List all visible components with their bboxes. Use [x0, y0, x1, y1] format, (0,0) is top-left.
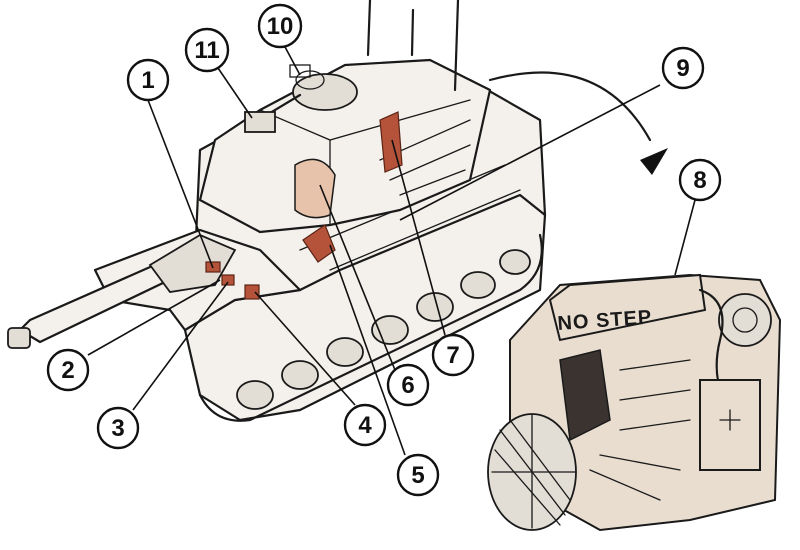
- callout-5: 5: [396, 453, 440, 497]
- antenna-left: [366, 0, 372, 57]
- road-wheels: [236, 249, 531, 410]
- gun-mantlet: [148, 233, 237, 293]
- callout-4: 4: [343, 403, 387, 447]
- callout-label: 2: [61, 357, 74, 384]
- muzzle: [7, 327, 31, 349]
- component-4: [244, 284, 260, 300]
- leader-lines: [87, 44, 696, 456]
- component-6: [302, 224, 336, 263]
- engine-illustration: NO STEP: [487, 273, 782, 532]
- commander-cupola: [292, 73, 358, 111]
- engine-pump: [559, 349, 611, 442]
- callout-10: 10: [257, 3, 303, 49]
- component-3: [221, 274, 235, 286]
- callout-label: 8: [693, 167, 706, 194]
- callout-label: 11: [194, 37, 219, 64]
- engine-arrow-head: [640, 148, 668, 175]
- callout-2: 2: [46, 348, 90, 392]
- callout-label: 7: [446, 342, 459, 369]
- engine-arrow: [488, 71, 652, 142]
- callout-label: 4: [358, 412, 372, 439]
- callout-3: 3: [96, 406, 140, 450]
- callout-label: 5: [411, 462, 424, 489]
- callout-9: 9: [661, 46, 705, 90]
- callout-label: 9: [676, 55, 689, 82]
- callout-label: 6: [401, 372, 414, 399]
- antenna-right: [453, 0, 460, 92]
- callout-6: 6: [386, 363, 430, 407]
- crew-seat: [294, 158, 336, 219]
- intake-grille: [491, 414, 576, 529]
- callout-1: 1: [126, 58, 170, 102]
- antenna-mid: [410, 8, 415, 57]
- engine-top-cover: [548, 273, 707, 342]
- callout-7: 7: [431, 333, 475, 377]
- callout-label: 10: [267, 13, 294, 40]
- engine-fan: [718, 293, 772, 347]
- track: [198, 233, 543, 422]
- callout-label: 1: [141, 67, 154, 94]
- callout-8: 8: [678, 158, 722, 202]
- callout-11: 11: [184, 27, 230, 73]
- tank-illustration: [7, 0, 547, 422]
- callout-label: 3: [111, 415, 124, 442]
